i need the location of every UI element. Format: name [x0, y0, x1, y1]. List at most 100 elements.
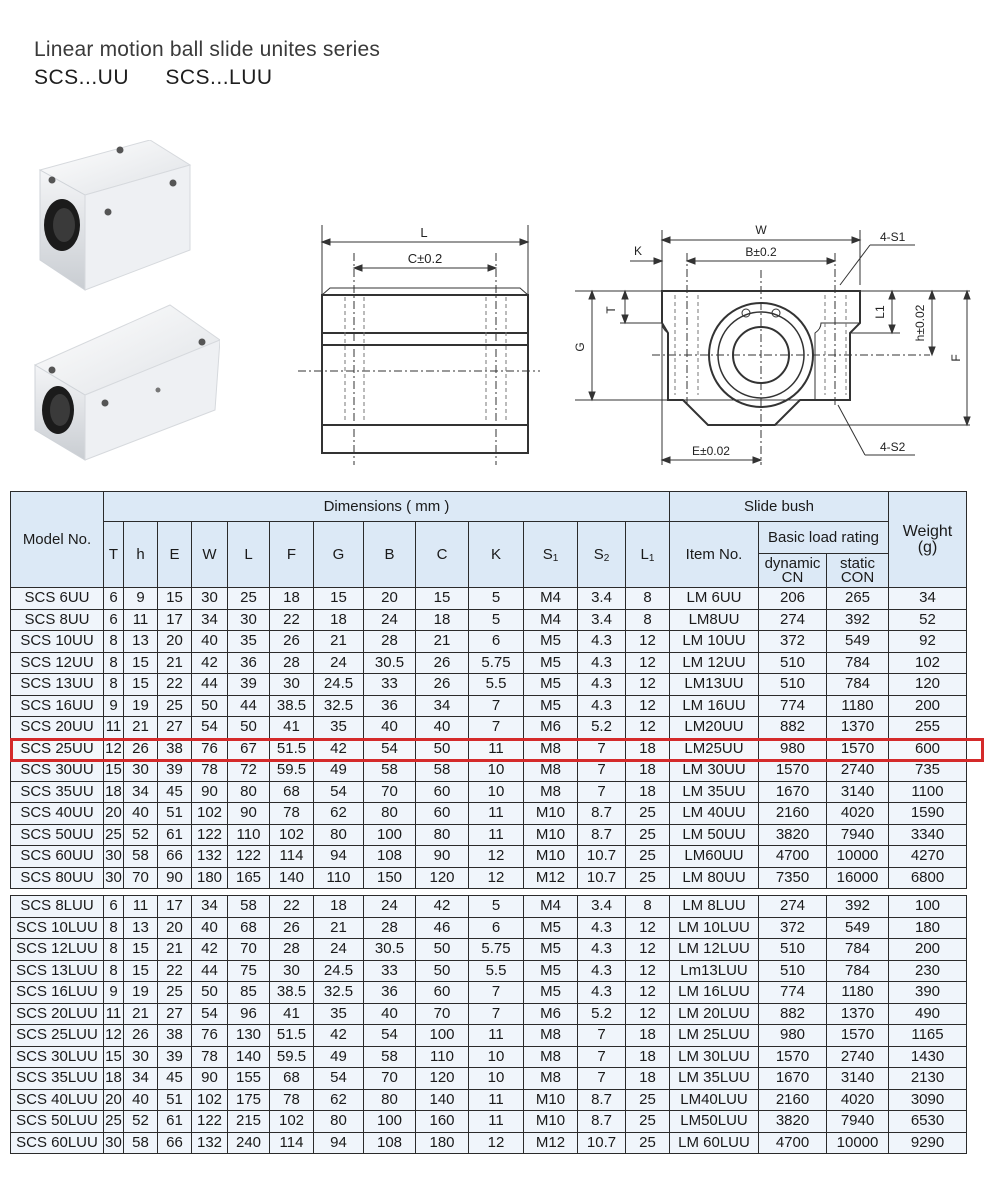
table-cell: 75	[227, 959, 270, 982]
table-cell: 54	[363, 1024, 416, 1047]
table-cell: 34	[123, 780, 158, 803]
table-cell: M4	[523, 895, 578, 918]
table-cell: 50	[415, 938, 469, 961]
table-cell: M12	[523, 866, 578, 889]
label-L1: L1	[873, 305, 887, 319]
table-cell: M5	[523, 651, 578, 674]
table-cell: 40	[191, 630, 228, 653]
table-cell: 40	[123, 1088, 158, 1111]
table-cell: 274	[758, 895, 827, 918]
table-cell: LM 8LUU	[669, 895, 759, 918]
table-cell: 784	[826, 938, 889, 961]
table-cell: 15	[313, 587, 364, 610]
table-cell: 7	[577, 759, 626, 782]
table-cell: 774	[758, 981, 827, 1004]
table-cell: 549	[826, 630, 889, 653]
table-cell: 78	[269, 802, 314, 825]
table-cell: 510	[758, 673, 827, 696]
table-cell: M8	[523, 1024, 578, 1047]
table-cell: 61	[157, 823, 192, 846]
series-uu: SCS...UU	[34, 66, 130, 89]
table-cell: LM 6UU	[669, 587, 759, 610]
header-T: T	[103, 521, 124, 588]
table-cell: 25	[103, 823, 124, 846]
table-cell: 10	[468, 1045, 524, 1068]
table-cell: 36	[363, 981, 416, 1004]
table-cell: 11	[468, 737, 524, 760]
table-cell: 40	[415, 716, 469, 739]
table-cell: 1370	[826, 716, 889, 739]
table-cell: LM 16UU	[669, 694, 759, 717]
table-cell: 18	[625, 780, 670, 803]
table-cell: 100	[363, 823, 416, 846]
table-cell: 51.5	[269, 737, 314, 760]
table-cell: 18	[625, 759, 670, 782]
table-cell: M10	[523, 845, 578, 868]
table-cell: 4020	[826, 802, 889, 825]
table-cell: 30.5	[363, 938, 416, 961]
table-cell: 11	[123, 895, 158, 918]
side-view-drawing: L C±0.2	[298, 225, 540, 465]
table-cell: 10.7	[577, 866, 626, 889]
table-cell: 44	[191, 673, 228, 696]
table-cell: 8.7	[577, 802, 626, 825]
table-cell: 5.5	[468, 959, 524, 982]
table-cell: 49	[313, 759, 364, 782]
table-cell: 1670	[758, 1067, 827, 1090]
table-cell: 58	[415, 759, 469, 782]
table-cell: 30	[269, 673, 314, 696]
table-cell: 4.3	[577, 959, 626, 982]
table-cell: 58	[363, 1045, 416, 1068]
table-cell: 8	[103, 651, 124, 674]
table-cell: 7	[577, 780, 626, 803]
table-cell: 1165	[888, 1024, 967, 1047]
table-cell: 6	[103, 587, 124, 610]
header-G: G	[313, 521, 364, 588]
model-cell: SCS 35LUU	[10, 1067, 104, 1090]
table-cell: 15	[103, 759, 124, 782]
table-cell: 10000	[826, 845, 889, 868]
table-cell: 25	[625, 802, 670, 825]
table-cell: 18	[625, 1045, 670, 1068]
table-cell: 6	[468, 630, 524, 653]
table-cell: 4.3	[577, 651, 626, 674]
product-photo-scs-uu	[38, 140, 192, 291]
table-cell: 70	[363, 1067, 416, 1090]
table-cell: 20	[103, 1088, 124, 1111]
table-cell: 3090	[888, 1088, 967, 1111]
table-cell: 18	[103, 780, 124, 803]
model-cell: SCS 30LUU	[10, 1045, 104, 1068]
table-cell: 784	[826, 673, 889, 696]
table-cell: 102	[269, 823, 314, 846]
table-cell: 18	[625, 1067, 670, 1090]
product-photo-scs-luu	[33, 304, 220, 461]
table-cell: Lm13LUU	[669, 959, 759, 982]
table-cell: 5.75	[468, 938, 524, 961]
table-cell: 68	[227, 916, 270, 939]
table-cell: 15	[123, 959, 158, 982]
table-cell: 12	[625, 916, 670, 939]
table-cell: M8	[523, 1067, 578, 1090]
table-cell: 7	[468, 694, 524, 717]
label-W: W	[755, 223, 767, 237]
table-cell: 8	[103, 916, 124, 939]
table-cell: 18	[415, 608, 469, 631]
table-cell: 3140	[826, 1067, 889, 1090]
table-cell: LM 12LUU	[669, 938, 759, 961]
table-cell: 18	[313, 895, 364, 918]
table-cell: 24	[363, 895, 416, 918]
table-cell: 21	[123, 716, 158, 739]
title-block: Linear motion ball slide unites series S…	[34, 36, 380, 92]
table-cell: 42	[191, 651, 228, 674]
table-cell: 11	[468, 802, 524, 825]
table-cell: 5.2	[577, 716, 626, 739]
table-cell: 30.5	[363, 651, 416, 674]
table-cell: 110	[313, 866, 364, 889]
table-cell: 39	[157, 759, 192, 782]
table-cell: 15	[123, 673, 158, 696]
